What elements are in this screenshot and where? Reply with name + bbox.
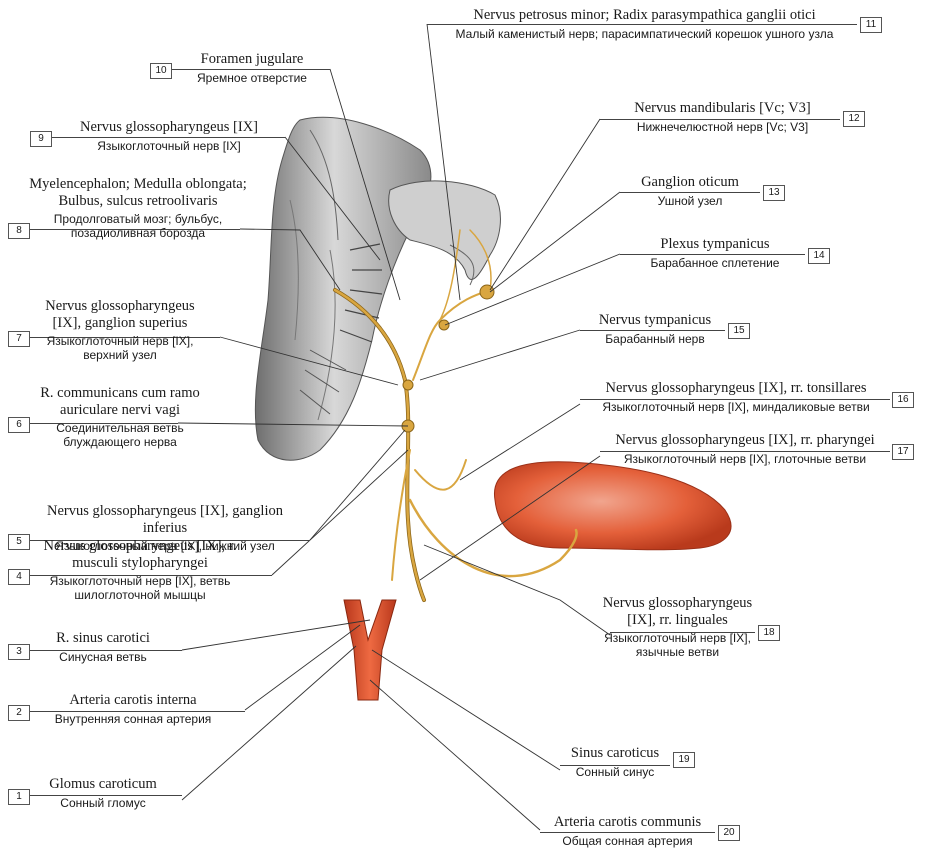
label-number-13: 13 — [763, 185, 785, 201]
label-19: Sinus caroticus Сонный синус — [560, 745, 670, 779]
label-13: Ganglion oticum Ушной узел — [625, 174, 755, 208]
label-19-latin: Sinus caroticus — [560, 745, 670, 762]
label-13-latin: Ganglion oticum — [625, 174, 755, 191]
label-number-8: 8 — [8, 223, 30, 239]
label-3: R. sinus carotici Синусная ветвь — [28, 630, 178, 664]
label-2-latin: Arteria carotis interna — [28, 692, 238, 709]
label-6-latin: R. communicans cum ramo auriculare nervi… — [30, 385, 210, 418]
label-number-11: 11 — [860, 17, 882, 33]
label-number-14: 14 — [808, 248, 830, 264]
label-18-russian: Языкоглоточный нерв [IX], язычные ветви — [600, 632, 755, 660]
tongue-drawing — [494, 462, 731, 550]
label-20-russian: Общая сонная артерия — [540, 835, 715, 849]
label-number-5: 5 — [8, 534, 30, 550]
label-16: Nervus glossopharyngeus [IX], rr. tonsil… — [582, 380, 890, 414]
label-14: Plexus tympanicus Барабанное сплетение — [625, 236, 805, 270]
label-17-russian: Языкоглоточный нерв [IX], глоточные ветв… — [600, 453, 890, 467]
label-7-russian: Языкоглоточный нерв [IX], верхний узел — [30, 335, 210, 363]
label-18-latin: Nervus glossopharyngeus [IX], rr. lingua… — [600, 595, 755, 628]
label-1: Glomus caroticum Сонный гломус — [28, 776, 178, 810]
brainstem-drawing — [255, 117, 500, 460]
label-number-6: 6 — [8, 417, 30, 433]
label-3-latin: R. sinus carotici — [28, 630, 178, 647]
label-11-russian: Малый каменистый нерв; парасимпатический… — [455, 28, 835, 42]
label-14-latin: Plexus tympanicus — [625, 236, 805, 253]
label-2: Arteria carotis interna Внутренняя сонна… — [28, 692, 238, 726]
label-number-7: 7 — [8, 331, 30, 347]
label-1-latin: Glomus caroticum — [28, 776, 178, 793]
label-number-10: 10 — [150, 63, 172, 79]
label-9-latin: Nervus glossopharyngeus [IX] — [54, 119, 284, 136]
label-10-latin: Foramen jugulare — [172, 51, 332, 68]
label-4-russian: Языкоглоточный нерв [IX], ветвь шилоглот… — [30, 575, 250, 603]
label-number-9: 9 — [30, 131, 52, 147]
label-number-18: 18 — [758, 625, 780, 641]
label-15-latin: Nervus tympanicus — [585, 312, 725, 329]
label-2-russian: Внутренняя сонная артерия — [28, 713, 238, 727]
label-11: Nervus petrosus minor; Radix parasympath… — [432, 7, 857, 41]
label-15-russian: Барабанный нерв — [585, 333, 725, 347]
label-10: Foramen jugulare Яремное отверстие — [172, 51, 332, 85]
label-17-latin: Nervus glossopharyngeus [IX], rr. pharyn… — [600, 432, 890, 449]
label-number-2: 2 — [8, 705, 30, 721]
label-number-20: 20 — [718, 825, 740, 841]
label-8-russian: Продолговатый мозг; бульбус, позадиоливн… — [28, 213, 248, 241]
label-10-russian: Яремное отверстие — [172, 72, 332, 86]
label-number-15: 15 — [728, 323, 750, 339]
label-number-4: 4 — [8, 569, 30, 585]
label-number-12: 12 — [843, 111, 865, 127]
label-7-latin: Nervus glossopharyngeus [IX], ganglion s… — [30, 298, 210, 331]
label-6: R. communicans cum ramo auriculare nervi… — [30, 385, 210, 450]
label-7: Nervus glossopharyngeus [IX], ganglion s… — [30, 298, 210, 363]
label-16-russian: Языкоглоточный нерв [IX], миндаликовые в… — [582, 401, 890, 415]
label-12-russian: Нижнечелюстной нерв [Vc; V3] — [605, 121, 840, 135]
label-3-russian: Синусная ветвь — [28, 651, 178, 665]
label-number-3: 3 — [8, 644, 30, 660]
label-9-russian: Языкоглоточный нерв [IX] — [54, 140, 284, 154]
label-5-latin: Nervus glossopharyngeus [IX], ganglion i… — [30, 503, 300, 536]
label-8: Myelencephalon; Medulla oblongata; Bulbu… — [28, 176, 248, 241]
label-number-17: 17 — [892, 444, 914, 460]
label-number-1: 1 — [8, 789, 30, 805]
label-12: Nervus mandibularis [Vc; V3] Нижнечелюст… — [605, 100, 840, 134]
label-16-latin: Nervus glossopharyngeus [IX], rr. tonsil… — [582, 380, 890, 397]
label-8-latin: Myelencephalon; Medulla oblongata; Bulbu… — [28, 176, 248, 209]
label-20: Arteria carotis communis Общая сонная ар… — [540, 814, 715, 848]
label-12-latin: Nervus mandibularis [Vc; V3] — [605, 100, 840, 117]
label-15: Nervus tympanicus Барабанный нерв — [585, 312, 725, 346]
label-13-russian: Ушной узел — [625, 195, 755, 209]
label-20-latin: Arteria carotis communis — [540, 814, 715, 831]
label-11-latin: Nervus petrosus minor; Radix parasympath… — [432, 7, 857, 24]
label-5-russian: Языкоглоточный нерв [IX], нижний узел — [30, 540, 300, 554]
label-14-russian: Барабанное сплетение — [625, 257, 805, 271]
label-5: Nervus glossopharyngeus [IX], ganglion i… — [30, 503, 300, 554]
label-1-russian: Сонный гломус — [28, 797, 178, 811]
label-number-16: 16 — [892, 392, 914, 408]
label-18: Nervus glossopharyngeus [IX], rr. lingua… — [600, 595, 755, 660]
label-19-russian: Сонный синус — [560, 766, 670, 780]
label-number-19: 19 — [673, 752, 695, 768]
label-6-russian: Соединительная ветвь блуждающего нерва — [30, 422, 210, 450]
label-9: Nervus glossopharyngeus [IX] Языкоглоточ… — [54, 119, 284, 153]
label-17: Nervus glossopharyngeus [IX], rr. pharyn… — [600, 432, 890, 466]
